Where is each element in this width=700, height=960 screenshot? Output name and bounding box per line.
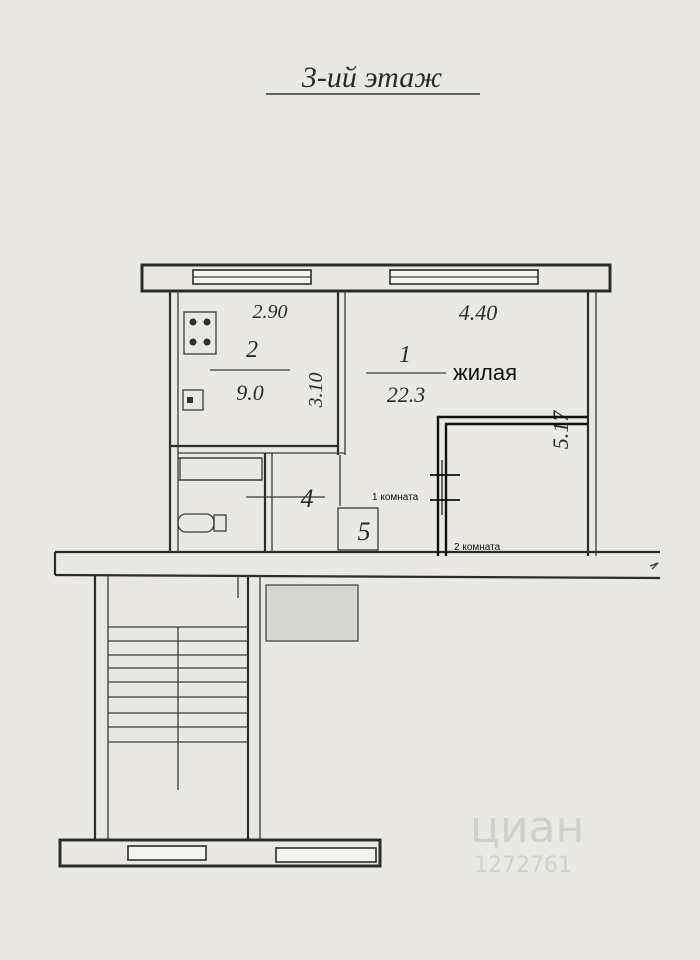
room-5-labels: 5 <box>358 517 371 546</box>
room-2-area: 9.0 <box>236 380 264 405</box>
room-2-labels: 2.90 2 9.0 3.10 <box>210 301 327 409</box>
room-1-width: 4.40 <box>459 300 498 325</box>
room-2-width: 2.90 <box>253 301 288 323</box>
room-1-length: 5.17 <box>548 410 573 450</box>
floor-title: 3-ий этаж <box>266 61 480 95</box>
landing-block <box>265 584 359 642</box>
floor-title-text: 3-ий этаж <box>301 61 442 94</box>
toilet-icon <box>177 513 227 533</box>
added-partition <box>430 415 588 556</box>
room-one-label: 1 комната <box>372 492 419 503</box>
room-4-number: 4 <box>301 484 314 513</box>
room-1-number: 1 <box>399 342 411 368</box>
room-1-area: 22.3 <box>387 382 426 407</box>
room-2-number: 2 <box>246 337 258 363</box>
room-5-number: 5 <box>358 517 371 546</box>
window-stair-left <box>127 845 207 861</box>
watermark: циан 1272761 <box>470 802 584 878</box>
bathtub-icon <box>179 457 263 481</box>
living-label: жилая <box>453 360 517 385</box>
watermark-brand: циан <box>470 802 584 853</box>
stairwell <box>58 575 382 868</box>
window-stair-right <box>275 847 377 863</box>
watermark-code: 1272761 <box>474 853 572 878</box>
room-two-label: 2 комната <box>454 542 501 553</box>
room-2-length: 3.10 <box>305 373 327 409</box>
stove-icon <box>183 311 217 355</box>
top-exterior-wall <box>140 263 612 293</box>
room-4-labels: 4 <box>246 484 325 513</box>
corridor-wall <box>53 550 661 580</box>
sink-icon <box>182 389 204 411</box>
